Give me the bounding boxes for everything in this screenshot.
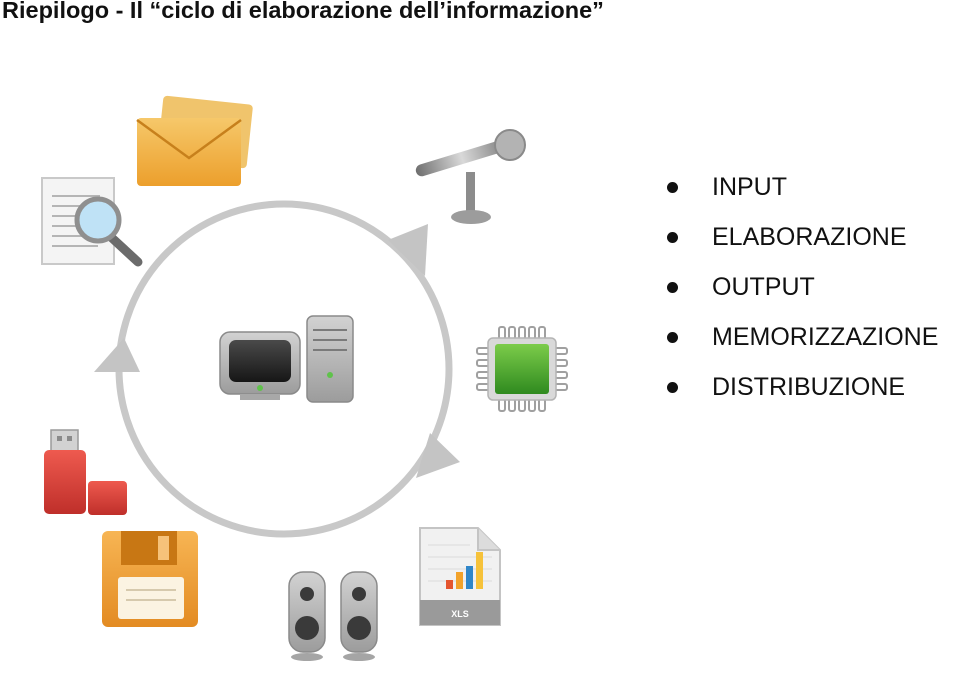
bullet-label: DISTRIBUZIONE: [712, 373, 906, 401]
cycle-arrow-top-right: [388, 224, 428, 276]
bullet-label: ELABORAZIONE: [712, 223, 907, 251]
bullet-label: OUTPUT: [712, 273, 815, 301]
document-search-icon: [41, 177, 143, 267]
usb-drive-icon: [44, 429, 127, 515]
speakers-icon: [288, 571, 378, 661]
envelope-icon: [136, 95, 253, 186]
bullet-item-memorizzazione: MEMORIZZAZIONE: [665, 320, 938, 370]
bullet-dot: [667, 232, 678, 243]
bullet-item-elaborazione: ELABORAZIONE: [665, 220, 938, 270]
cycle-arrow-bottom-right: [416, 433, 460, 478]
bullet-dot: [667, 182, 678, 193]
microphone-icon: [415, 129, 526, 224]
bullet-dot: [667, 332, 678, 343]
bullet-item-output: OUTPUT: [665, 270, 938, 320]
cpu-chip-icon: [476, 326, 568, 412]
bullet-list: INPUT ELABORAZIONE OUTPUT MEMORIZZAZIONE…: [665, 170, 938, 420]
bullet-label: MEMORIZZAZIONE: [712, 323, 939, 351]
bullet-item-distribuzione: DISTRIBUZIONE: [665, 370, 938, 420]
cycle-arrow-left: [94, 338, 140, 372]
floppy-disk-icon: [102, 531, 198, 627]
spreadsheet-label: XLS: [451, 609, 469, 619]
bullet-dot: [667, 382, 678, 393]
bullet-label: INPUT: [712, 173, 787, 201]
bullet-dot: [667, 282, 678, 293]
page-title: Riepilogo - Il “ciclo di elaborazione de…: [2, 0, 604, 23]
bullet-item-input: INPUT: [665, 170, 938, 220]
spreadsheet-icon: XLS: [419, 527, 501, 626]
computer-icon: [219, 315, 354, 403]
